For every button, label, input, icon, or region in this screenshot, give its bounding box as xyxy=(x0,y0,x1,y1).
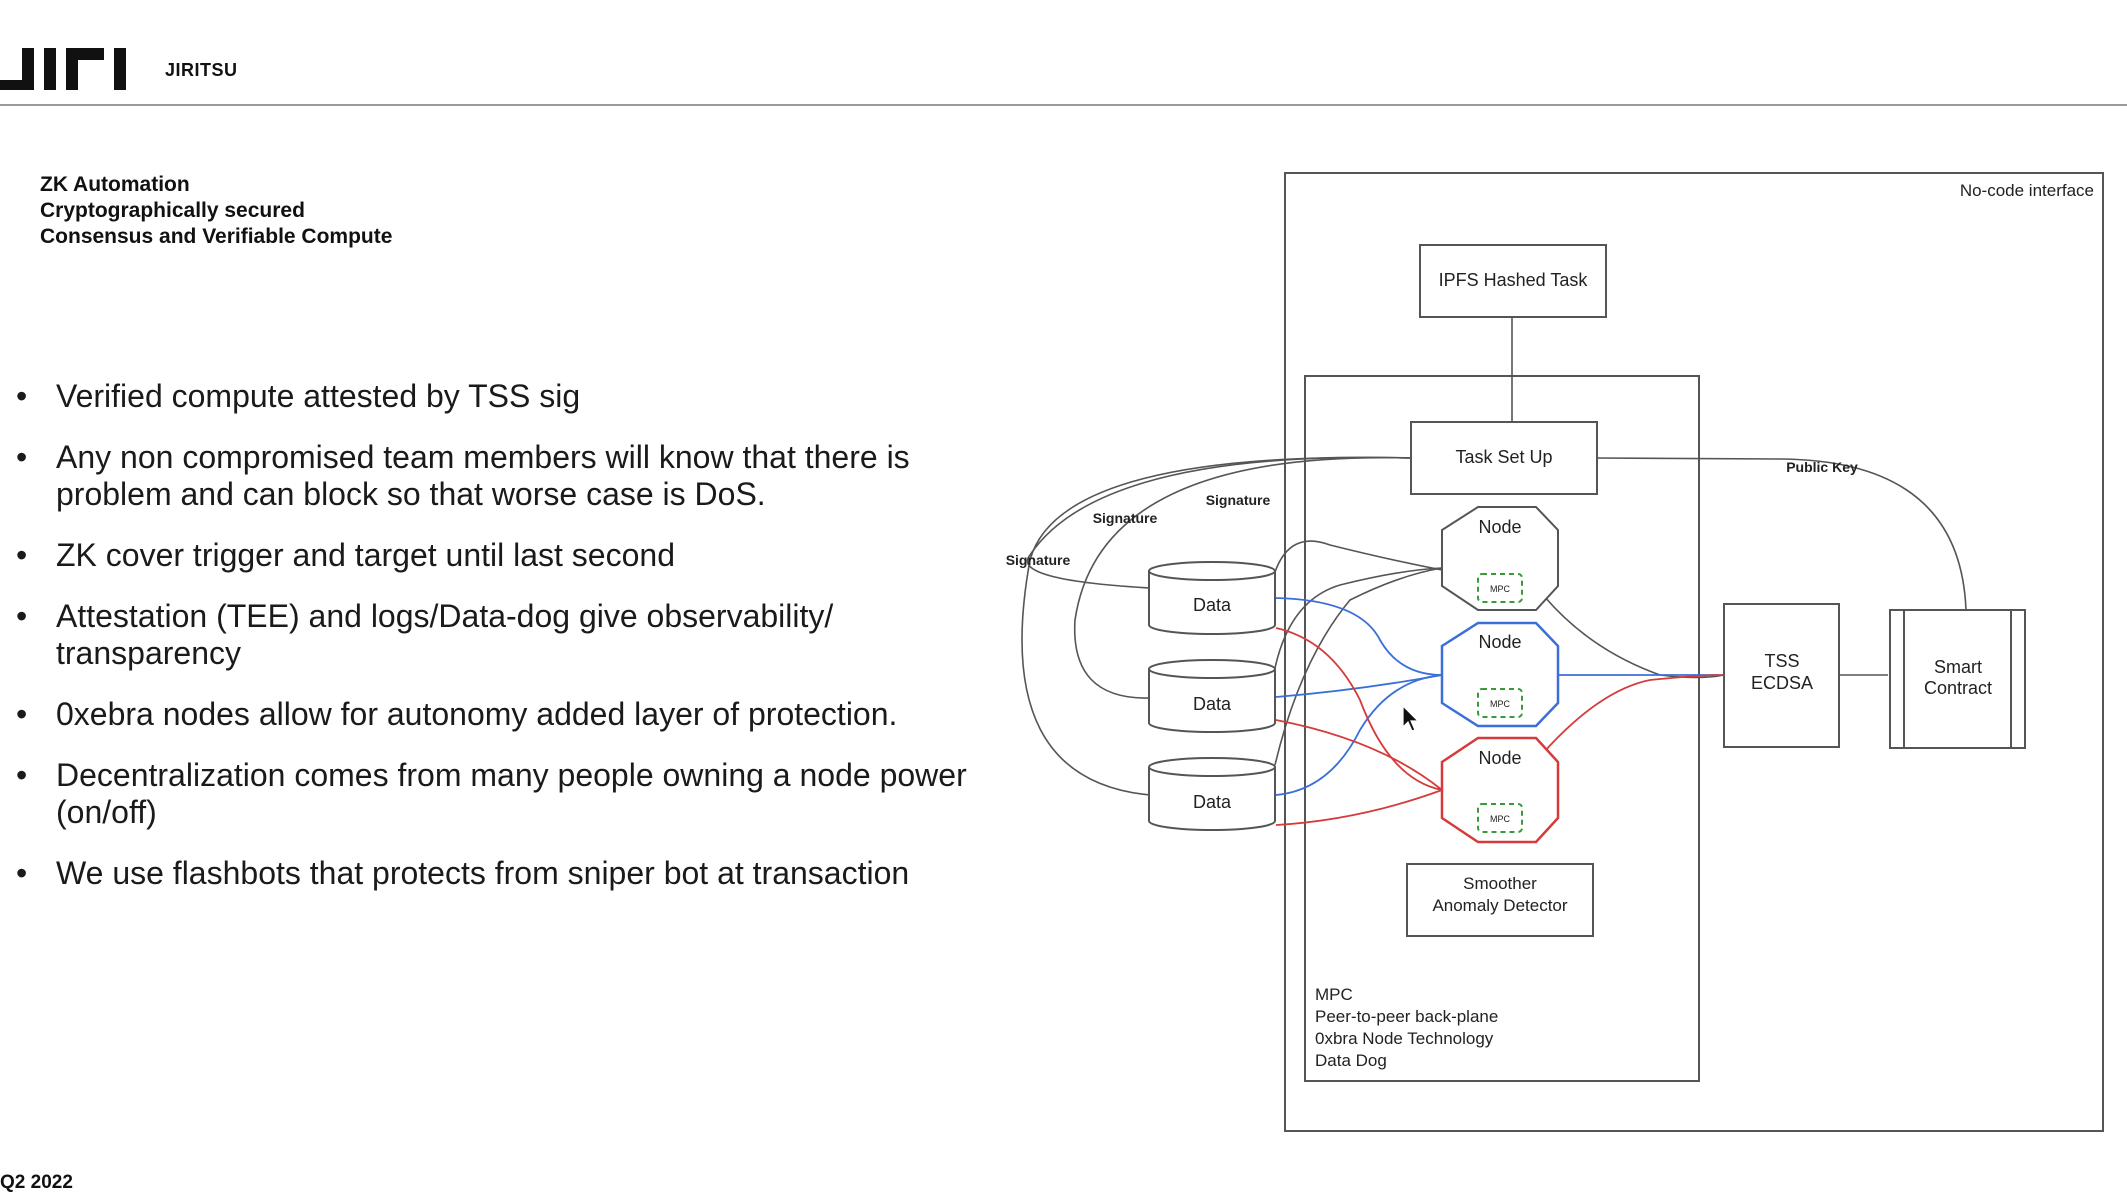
bullet-list: Verified compute attested by TSS sig Any… xyxy=(16,378,996,916)
brand-name: JIRITSU xyxy=(165,60,238,80)
bullet-item: ZK cover trigger and target until last s… xyxy=(16,537,996,574)
data-label: Data xyxy=(1193,595,1232,615)
mpc-badge xyxy=(1477,573,1523,603)
mpc-info-line: 0xbra Node Technology xyxy=(1315,1029,1494,1048)
node-label: Node xyxy=(1478,632,1521,652)
bullet-item: Verified compute attested by TSS sig xyxy=(16,378,996,415)
data-store: Data xyxy=(1148,659,1276,733)
tss-label: TSS xyxy=(1764,651,1799,671)
mpc-badge-label: MPC xyxy=(1490,699,1511,709)
signature-label: Signature xyxy=(1006,552,1071,568)
subtitle-line: Consensus and Verifiable Compute xyxy=(40,225,393,248)
data-store: Data xyxy=(1148,757,1276,831)
mpc-badge-label: MPC xyxy=(1490,814,1511,824)
smoother-label: Smoother xyxy=(1463,874,1537,893)
subtitle-line: Cryptographically secured xyxy=(40,199,305,222)
red-connectors xyxy=(1275,627,1725,826)
blue-connectors xyxy=(1275,597,1724,796)
bullet-item: Decentralization comes from many people … xyxy=(16,757,996,831)
gray-connectors xyxy=(1021,317,1967,796)
mpc-info-line: Peer-to-peer back-plane xyxy=(1315,1007,1498,1026)
node-gray: Node MPC xyxy=(1441,506,1559,611)
subtitle-line: ZK Automation xyxy=(40,173,190,196)
slide-subtitle: ZK Automation Cryptographically secured … xyxy=(40,172,392,250)
task-setup-box xyxy=(1410,421,1598,495)
public-key-label: Public Key xyxy=(1786,459,1858,475)
node-label: Node xyxy=(1478,748,1521,768)
smoother-box xyxy=(1406,863,1594,937)
node-label: Node xyxy=(1478,517,1521,537)
no-code-interface-label: No-code interface xyxy=(1960,181,2094,200)
signature-label: Signature xyxy=(1093,510,1158,526)
node-blue: Node MPC xyxy=(1440,621,1560,728)
mpc-badge-label: MPC xyxy=(1490,584,1511,594)
bullet-item: 0xebra nodes allow for autonomy added la… xyxy=(16,696,996,733)
data-label: Data xyxy=(1193,694,1232,714)
data-store: Data xyxy=(1148,561,1276,635)
signature-label: Signature xyxy=(1206,492,1271,508)
contract-label: Contract xyxy=(1924,678,1992,698)
data-label: Data xyxy=(1193,792,1232,812)
tss-ecdsa-box xyxy=(1723,603,1840,748)
mpc-badge xyxy=(1477,803,1523,833)
smart-contract-box xyxy=(1889,609,2026,749)
ipfs-hashed-task-label: IPFS Hashed Task xyxy=(1439,270,1589,290)
mpc-box xyxy=(1304,375,1700,1082)
bullet-item: We use flashbots that protects from snip… xyxy=(16,855,996,892)
footer-date: Q2 2022 xyxy=(0,1172,73,1193)
slide-header: JIRITSU xyxy=(0,0,2127,106)
smart-label: Smart xyxy=(1934,657,1982,677)
bullet-item: Attestation (TEE) and logs/Data-dog give… xyxy=(16,598,996,672)
anomaly-detector-label: Anomaly Detector xyxy=(1432,896,1567,915)
mpc-info-line: MPC xyxy=(1315,985,1353,1004)
mpc-info-line: Data Dog xyxy=(1315,1051,1387,1070)
bullet-item: Any non compromised team members will kn… xyxy=(16,439,996,513)
ipfs-hashed-task-box xyxy=(1419,244,1607,318)
node-red: Node MPC xyxy=(1440,736,1560,844)
task-setup-label: Task Set Up xyxy=(1455,447,1552,467)
ecdsa-label: ECDSA xyxy=(1751,673,1813,693)
mpc-badge xyxy=(1477,688,1523,718)
no-code-interface-box xyxy=(1284,172,2104,1132)
jiritsu-logo xyxy=(0,48,126,90)
mouse-cursor-icon xyxy=(1402,705,1420,732)
